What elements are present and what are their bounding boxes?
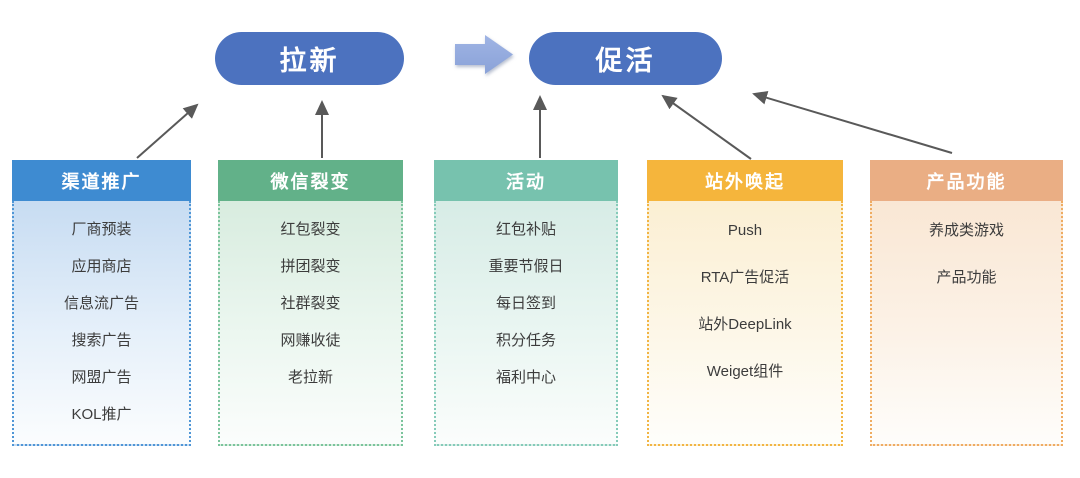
list-item: 厂商预装 [71,221,132,238]
list-item: 每日签到 [495,295,556,312]
column-body: 养成类游戏 产品功能 [870,201,1063,446]
arrow-channel-to-acquisition [136,103,199,159]
list-item: RTA广告促活 [700,269,790,286]
column-offsite-wakeup: 站外唤起 Push RTA广告促活 站外DeepLink Weiget组件 [647,160,843,446]
list-item: 积分任务 [495,332,556,349]
column-channel-promotion: 渠道推广 厂商预装 应用商店 信息流广告 搜索广告 网盟广告 KOL推广 [12,160,191,446]
list-item: 信息流广告 [63,295,139,312]
list-item: 老拉新 [287,369,333,386]
stage-pill-acquisition: 拉新 [215,32,404,85]
column-body: 红包裂变 拼团裂变 社群裂变 网赚收徒 老拉新 [218,201,403,446]
list-item: 红包补贴 [495,221,556,238]
column-body: Push RTA广告促活 站外DeepLink Weiget组件 [647,201,843,446]
flow-right-arrow-icon [455,35,513,74]
arrow-offsite-to-activation [661,94,752,160]
list-item: 网赚收徒 [280,332,341,349]
stage-label: 促活 [595,46,656,76]
list-item: KOL推广 [71,406,132,423]
list-item: Weiget组件 [706,363,784,380]
list-item: 网盟广告 [71,369,132,386]
column-header: 站外唤起 [647,160,843,201]
list-item: 应用商店 [71,258,132,275]
stage-label: 拉新 [279,46,340,76]
list-item: 产品功能 [936,269,997,286]
column-header: 产品功能 [870,160,1063,201]
list-item: Push [727,222,763,239]
column-body: 红包补贴 重要节假日 每日签到 积分任务 福利中心 [434,201,618,446]
list-item: 红包裂变 [280,221,341,238]
list-item: 拼团裂变 [280,258,341,275]
column-header: 活动 [434,160,618,201]
column-body: 厂商预装 应用商店 信息流广告 搜索广告 网盟广告 KOL推广 [12,201,191,446]
list-item: 福利中心 [495,369,556,386]
list-item: 养成类游戏 [928,222,1004,239]
column-product-features: 产品功能 养成类游戏 产品功能 [870,160,1063,446]
column-header: 微信裂变 [218,160,403,201]
list-item: 社群裂变 [280,295,341,312]
list-item: 搜索广告 [71,332,132,349]
column-activity: 活动 红包补贴 重要节假日 每日签到 积分任务 福利中心 [434,160,618,446]
column-wechat-fission: 微信裂变 红包裂变 拼团裂变 社群裂变 网赚收徒 老拉新 [218,160,403,446]
list-item: 重要节假日 [488,258,564,275]
list-item: 站外DeepLink [698,316,792,333]
arrow-product-to-activation [752,91,953,154]
stage-pill-activation: 促活 [529,32,722,85]
column-header: 渠道推广 [12,160,191,201]
